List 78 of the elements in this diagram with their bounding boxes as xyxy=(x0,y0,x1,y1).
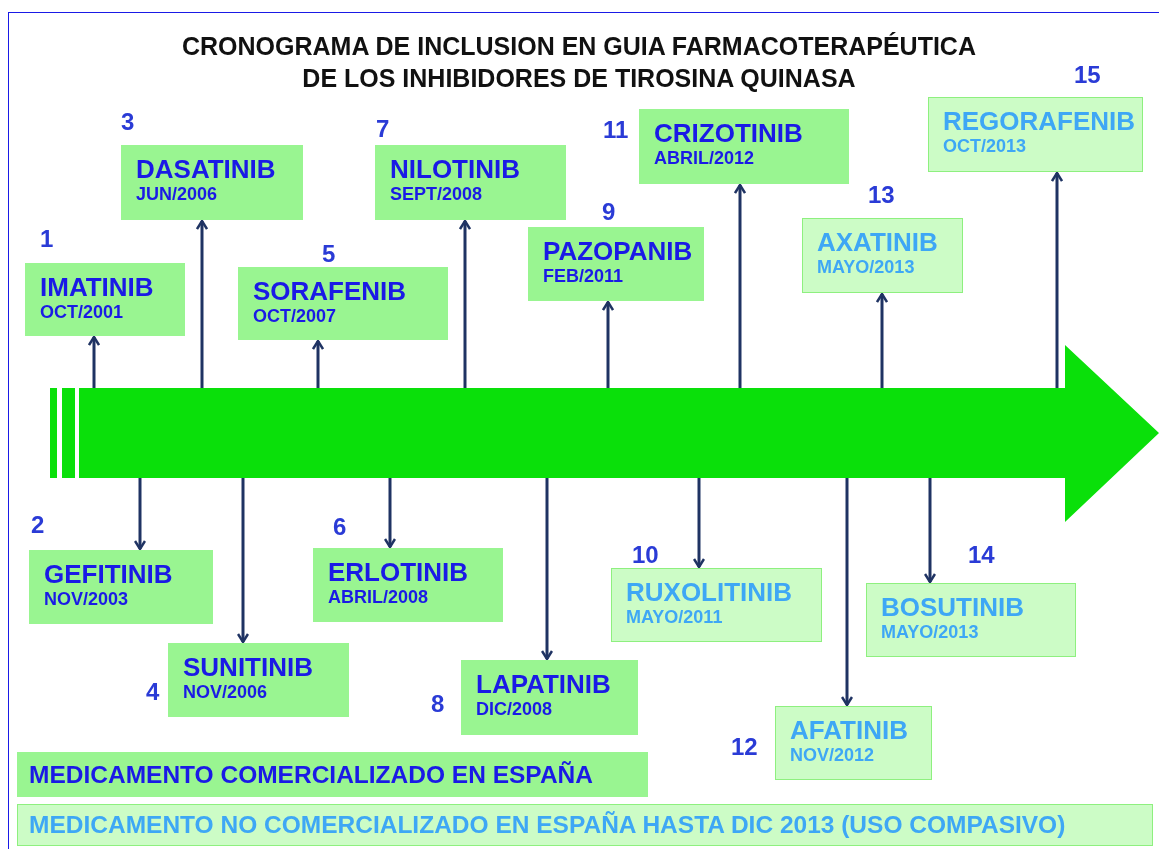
sequence-number: 14 xyxy=(968,543,995,567)
inclusion-date: NOV/2003 xyxy=(44,589,129,609)
sequence-number: 12 xyxy=(731,735,758,759)
drug-name: REGORAFENIB xyxy=(943,106,1136,136)
inclusion-date: FEB/2011 xyxy=(543,266,624,286)
drug-box xyxy=(866,583,1076,657)
drug-name: LAPATINIB xyxy=(476,669,611,699)
sequence-number: 8 xyxy=(431,692,445,716)
inclusion-date: MAYO/2013 xyxy=(881,622,979,642)
inclusion-date: SEPT/2008 xyxy=(390,184,483,204)
inclusion-date: NOV/2012 xyxy=(790,745,875,765)
sequence-number: 1 xyxy=(40,227,54,251)
sequence-number: 15 xyxy=(1074,63,1101,87)
arrow xyxy=(133,478,147,551)
sequence-number: 7 xyxy=(376,117,390,141)
inclusion-date: MAYO/2011 xyxy=(626,607,723,627)
sequence-number: 4 xyxy=(146,680,160,704)
drug-name: GEFITINIB xyxy=(44,559,173,589)
drug-name: CRIZOTINIB xyxy=(654,118,803,148)
drug-name: BOSUTINIB xyxy=(881,592,1024,622)
sequence-number: 10 xyxy=(632,543,659,567)
legend-label: MEDICAMENTO COMERCIALIZADO EN ESPAÑA xyxy=(29,761,593,788)
drug-box xyxy=(461,660,638,735)
inclusion-date: OCT/2001 xyxy=(40,302,124,322)
arrow xyxy=(87,335,101,388)
diagram-title: CRONOGRAMA DE INCLUSION EN GUIA FARMACOTERAPÉUTICA DE LOS INHIBIDORES DE TIROSINA QUINASA xyxy=(181,31,977,94)
arrow xyxy=(1050,171,1064,388)
inclusion-date: OCT/2013 xyxy=(943,136,1027,156)
sequence-number: 11 xyxy=(603,118,629,142)
arrow xyxy=(311,339,325,388)
inclusion-date: DIC/2008 xyxy=(476,699,553,719)
arrow xyxy=(733,183,747,388)
drug-box xyxy=(928,97,1143,172)
sequence-number: 6 xyxy=(333,515,347,539)
sequence-number: 13 xyxy=(868,183,895,207)
arrow xyxy=(601,300,615,388)
drug-name: IMATINIB xyxy=(40,272,154,302)
arrow xyxy=(692,478,706,569)
sequence-number: 2 xyxy=(31,513,45,537)
inclusion-date: ABRIL/2008 xyxy=(328,587,429,607)
arrow xyxy=(923,478,937,584)
inclusion-date: JUN/2006 xyxy=(136,184,218,204)
drug-name: PAZOPANIB xyxy=(543,236,693,266)
arrow xyxy=(840,478,854,707)
legend-label: MEDICAMENTO NO COMERCIALIZADO EN ESPAÑA HASTA DIC 2013 (USO COMPASIVO) xyxy=(29,812,1066,838)
drug-box xyxy=(528,227,704,301)
drug-name: DASATINIB xyxy=(136,154,276,184)
sequence-number: 3 xyxy=(121,110,135,134)
drug-name: AXATINIB xyxy=(817,227,938,257)
inclusion-date: OCT/2007 xyxy=(253,306,337,326)
arrow xyxy=(875,292,889,388)
drug-name: SORAFENIB xyxy=(253,276,407,306)
drug-box xyxy=(611,568,822,642)
drug-name: RUXOLITINIB xyxy=(626,577,793,607)
drug-box xyxy=(238,267,448,340)
drug-name: NILOTINIB xyxy=(390,154,520,184)
drug-name: AFATINIB xyxy=(790,715,908,745)
drug-box xyxy=(313,548,503,622)
arrow xyxy=(236,478,250,644)
inclusion-date: NOV/2006 xyxy=(183,682,268,702)
drug-box xyxy=(29,550,213,624)
drug-box xyxy=(25,263,185,336)
drug-box xyxy=(775,706,932,780)
drug-box xyxy=(121,145,303,220)
arrow xyxy=(540,478,554,661)
sequence-number: 9 xyxy=(602,200,616,224)
drug-box xyxy=(168,643,349,717)
drug-name: ERLOTINIB xyxy=(328,557,469,587)
inclusion-date: ABRIL/2012 xyxy=(654,148,755,168)
sequence-number: 5 xyxy=(322,242,336,266)
arrow xyxy=(195,219,209,388)
arrow xyxy=(383,478,397,549)
arrow xyxy=(458,219,472,388)
inclusion-date: MAYO/2013 xyxy=(817,257,915,277)
drug-box xyxy=(639,109,849,184)
drug-box xyxy=(802,218,963,293)
drug-name: SUNITINIB xyxy=(183,652,313,682)
drug-box xyxy=(375,145,566,220)
